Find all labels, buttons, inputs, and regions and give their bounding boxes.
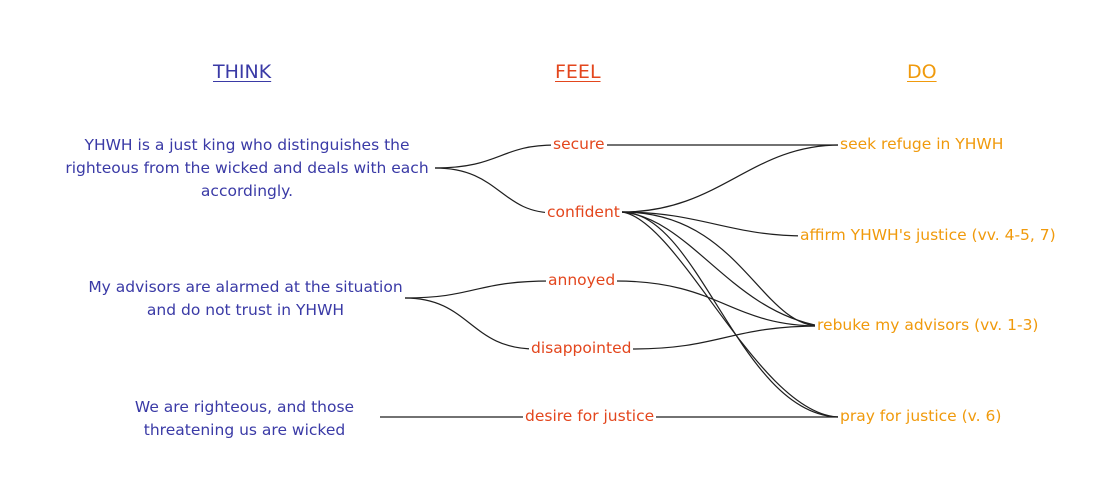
feel-annoyed: annoyed bbox=[546, 269, 618, 292]
do-rebuke-advisors: rebuke my advisors (vv. 1-3) bbox=[815, 314, 1041, 337]
link-annoyed-rebuke bbox=[615, 280, 821, 327]
link-advisors-annoyed bbox=[404, 280, 551, 299]
do-affirm-justice: affirm YHWH's justice (vv. 4-5, 7) bbox=[798, 224, 1058, 247]
feel-desire-for-justice: desire for justice bbox=[523, 405, 657, 428]
do-seek-refuge: seek refuge in YHWH bbox=[838, 133, 1006, 156]
think-righteous: We are righteous, and those threatening … bbox=[134, 398, 355, 439]
feel-secure: secure bbox=[551, 133, 607, 156]
heading-feel: FEEL bbox=[555, 61, 601, 83]
think-advisors: My advisors are alarmed at the situation… bbox=[88, 278, 403, 319]
link-confident-affirm bbox=[621, 211, 806, 237]
link-confident-refuge bbox=[621, 144, 841, 213]
link-confident-rebuke-2 bbox=[621, 211, 821, 327]
feel-disappointed: disappointed bbox=[529, 337, 634, 360]
link-confident-pray-2 bbox=[621, 211, 841, 418]
link-justking-secure bbox=[434, 144, 556, 169]
link-justking-confident bbox=[434, 167, 556, 214]
link-disappointed-rebuke bbox=[632, 325, 821, 350]
heading-think: THINK bbox=[213, 61, 272, 83]
feel-confident: confident bbox=[545, 201, 622, 224]
link-advisors-disappointed bbox=[404, 297, 536, 350]
link-confident-pray-1 bbox=[621, 211, 841, 418]
heading-do: DO bbox=[907, 61, 937, 83]
do-pray-for-justice: pray for justice (v. 6) bbox=[838, 405, 1004, 428]
think-just-king: YHWH is a just king who distinguishes th… bbox=[65, 136, 429, 200]
